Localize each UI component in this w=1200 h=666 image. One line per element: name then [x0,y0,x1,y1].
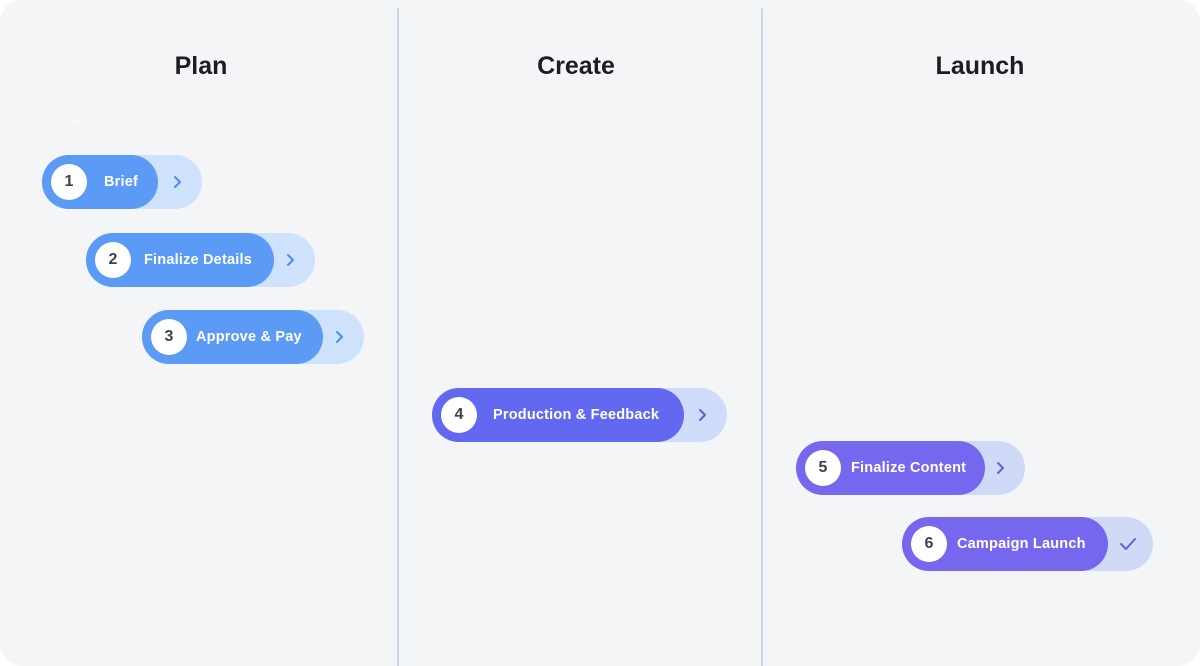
column-divider [397,8,399,666]
step-pill: 1 Brief [42,155,158,209]
step-finalize-details[interactable]: 2 Finalize Details [86,233,315,287]
step-label: Finalize Details [144,252,252,268]
column-title-launch: Launch [935,52,1025,80]
chevron-right-icon [691,388,715,442]
column-divider [761,8,763,666]
step-label: Brief [104,174,139,190]
step-pill: 3 Approve & Pay [142,310,323,364]
chevron-right-icon [166,155,190,209]
step-label: Approve & Pay [196,329,302,345]
chevron-right-icon [279,233,303,287]
step-pill: 2 Finalize Details [86,233,274,287]
step-number: 5 [805,450,841,486]
step-label: Production & Feedback [493,407,660,423]
column-title-create: Create [537,52,615,80]
step-finalize-content[interactable]: 5 Finalize Content [796,441,1025,495]
step-pill: 5 Finalize Content [796,441,985,495]
check-icon [1116,517,1140,571]
step-number: 1 [51,164,87,200]
step-number: 6 [911,526,947,562]
step-number: 2 [95,242,131,278]
chevron-right-icon [989,441,1013,495]
step-number: 3 [151,319,187,355]
step-pill: 6 Campaign Launch [902,517,1108,571]
column-title-plan: Plan [174,52,228,80]
step-label: Campaign Launch [957,536,1086,552]
step-number: 4 [441,397,477,433]
step-campaign-launch[interactable]: 6 Campaign Launch [902,517,1153,571]
step-label: Finalize Content [851,460,967,476]
step-pill: 4 Production & Feedback [432,388,684,442]
decorative-mark [75,120,79,122]
step-brief[interactable]: 1 Brief [42,155,202,209]
step-production-feedback[interactable]: 4 Production & Feedback [432,388,727,442]
step-approve-pay[interactable]: 3 Approve & Pay [142,310,364,364]
chevron-right-icon [328,310,352,364]
